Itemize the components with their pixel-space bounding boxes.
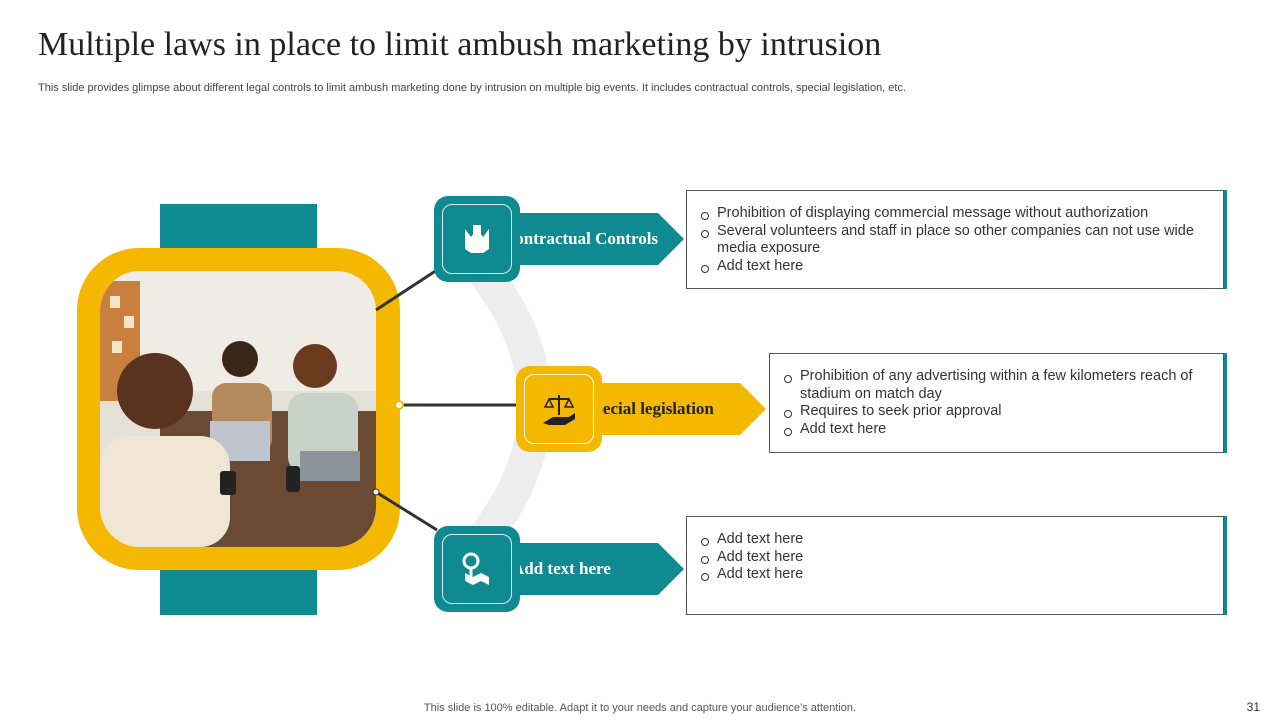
item-3-bullet: Add text here	[699, 566, 1207, 584]
item-2-bullet: Add text here	[782, 421, 1207, 439]
item-1-label: Contractual Controls	[503, 229, 659, 248]
item-2-bullet: Prohibition of any advertising within a …	[782, 368, 1207, 403]
item-2-label: Special legislation	[584, 399, 714, 418]
item-1-textbox: Prohibition of displaying commercial mes…	[686, 190, 1224, 289]
item-1-bullet: Several volunteers and staff in place so…	[699, 223, 1207, 258]
item-2-bullet: Requires to seek prior approval	[782, 403, 1207, 421]
item-3-icon-box	[434, 526, 520, 612]
item-3-textbox: Add text here Add text here Add text her…	[686, 516, 1224, 615]
item-2-textbox: Prohibition of any advertising within a …	[769, 353, 1224, 453]
slide-footer: This slide is 100% editable. Adapt it to…	[423, 702, 857, 714]
map-pin-icon	[462, 552, 489, 585]
meeting-photo	[100, 271, 376, 547]
item-1-icon-box	[434, 196, 520, 282]
item-3-bullet: Add text here	[699, 549, 1207, 567]
scales-hand-icon	[543, 395, 575, 425]
contract-document-icon	[465, 225, 489, 253]
item-3-label: Add text here	[512, 559, 611, 578]
item-3-bullet: Add text here	[699, 531, 1207, 549]
slide-subtitle: This slide provides glimpse about differ…	[38, 82, 907, 94]
page-number: 31	[1246, 700, 1260, 714]
item-2-icon-box	[516, 366, 602, 452]
item-1-bullet: Prohibition of displaying commercial mes…	[699, 205, 1207, 223]
item-1-bullet: Add text here	[699, 258, 1207, 276]
slide-title: Multiple laws in place to limit ambush m…	[38, 26, 882, 63]
